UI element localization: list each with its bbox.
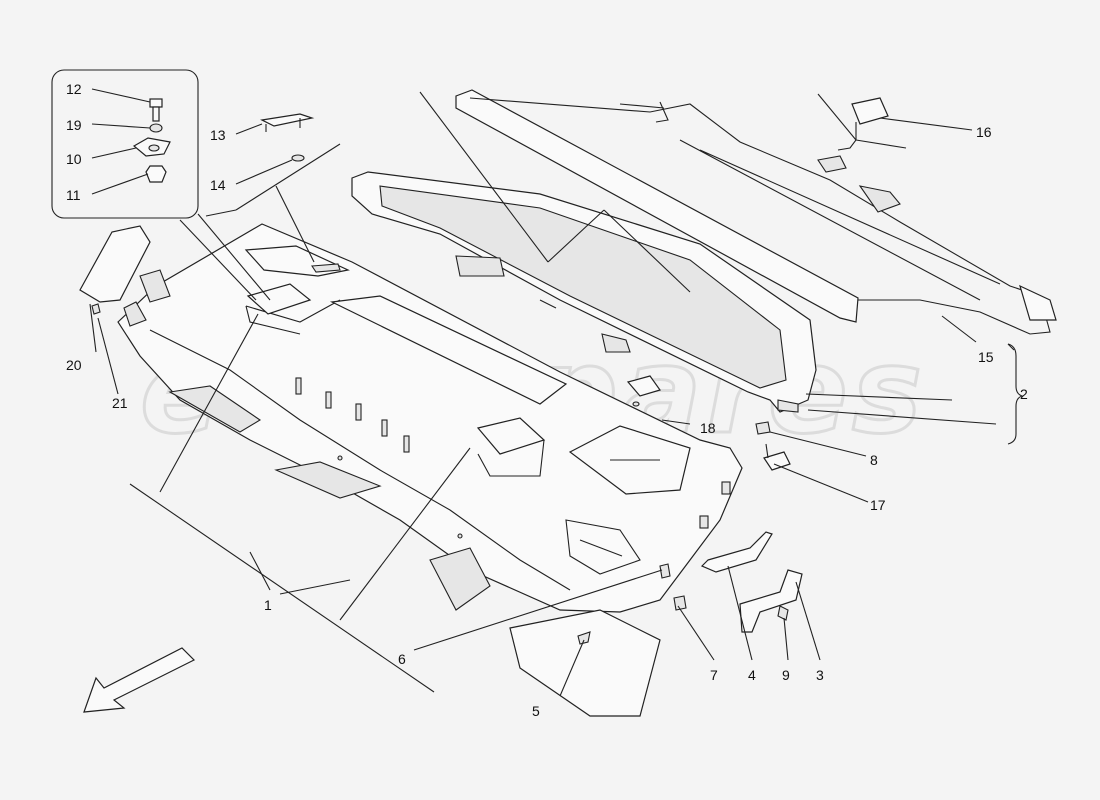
bracket-10 — [132, 137, 171, 157]
callout-13: 13 — [210, 127, 226, 143]
callout-10: 10 — [66, 151, 82, 167]
callout-18: 18 — [700, 420, 716, 436]
nut-9 — [777, 605, 789, 621]
bracket-3 — [739, 569, 803, 633]
leader-lines — [89, 88, 1024, 697]
nut-11 — [145, 165, 167, 183]
washer-19 — [149, 123, 163, 133]
callout-3: 3 — [816, 667, 824, 683]
washer-14 — [291, 154, 305, 162]
callout-6: 6 — [398, 651, 406, 667]
front-direction-arrow-icon — [83, 647, 196, 713]
callout-14: 14 — [210, 177, 226, 193]
parcel-shelf-18 — [351, 171, 817, 413]
callout-15: 15 — [978, 349, 994, 365]
rear-parcel-shelf-trim-1 — [117, 223, 743, 717]
callout-11: 11 — [66, 187, 81, 203]
callout-5: 5 — [532, 703, 540, 719]
callout-8: 8 — [870, 452, 878, 468]
clip-7 — [673, 595, 687, 611]
clip-13 — [260, 113, 315, 127]
bolt-12 — [149, 98, 163, 122]
callout-2: 2 — [1020, 386, 1028, 402]
control-unit-16 — [851, 97, 889, 125]
side-trim-20 — [79, 225, 151, 303]
callout-19: 19 — [66, 117, 82, 133]
callout-16: 16 — [976, 124, 992, 140]
vent-slots — [295, 377, 410, 453]
bracket-4 — [700, 531, 773, 573]
callout-1: 1 — [264, 597, 272, 613]
roller-blind-15 — [455, 89, 1057, 335]
callout-21: 21 — [112, 395, 128, 411]
screw-5 — [577, 631, 591, 645]
detail-inset-box — [51, 69, 199, 219]
bracket-17 — [763, 451, 791, 471]
callout-20: 20 — [66, 357, 82, 373]
mat-center — [329, 295, 568, 405]
bracket-18a — [626, 375, 661, 397]
callout-labels: 12 19 10 11 13 14 16 15 2 20 21 18 8 17 … — [66, 81, 1028, 719]
clip-6 — [659, 563, 671, 579]
callout-9: 9 — [782, 667, 790, 683]
callout-4: 4 — [748, 667, 756, 683]
callout-7: 7 — [710, 667, 718, 683]
clip-21 — [91, 303, 101, 315]
callout-12: 12 — [66, 81, 82, 97]
clip-8 — [755, 421, 771, 435]
callout-17: 17 — [870, 497, 886, 513]
